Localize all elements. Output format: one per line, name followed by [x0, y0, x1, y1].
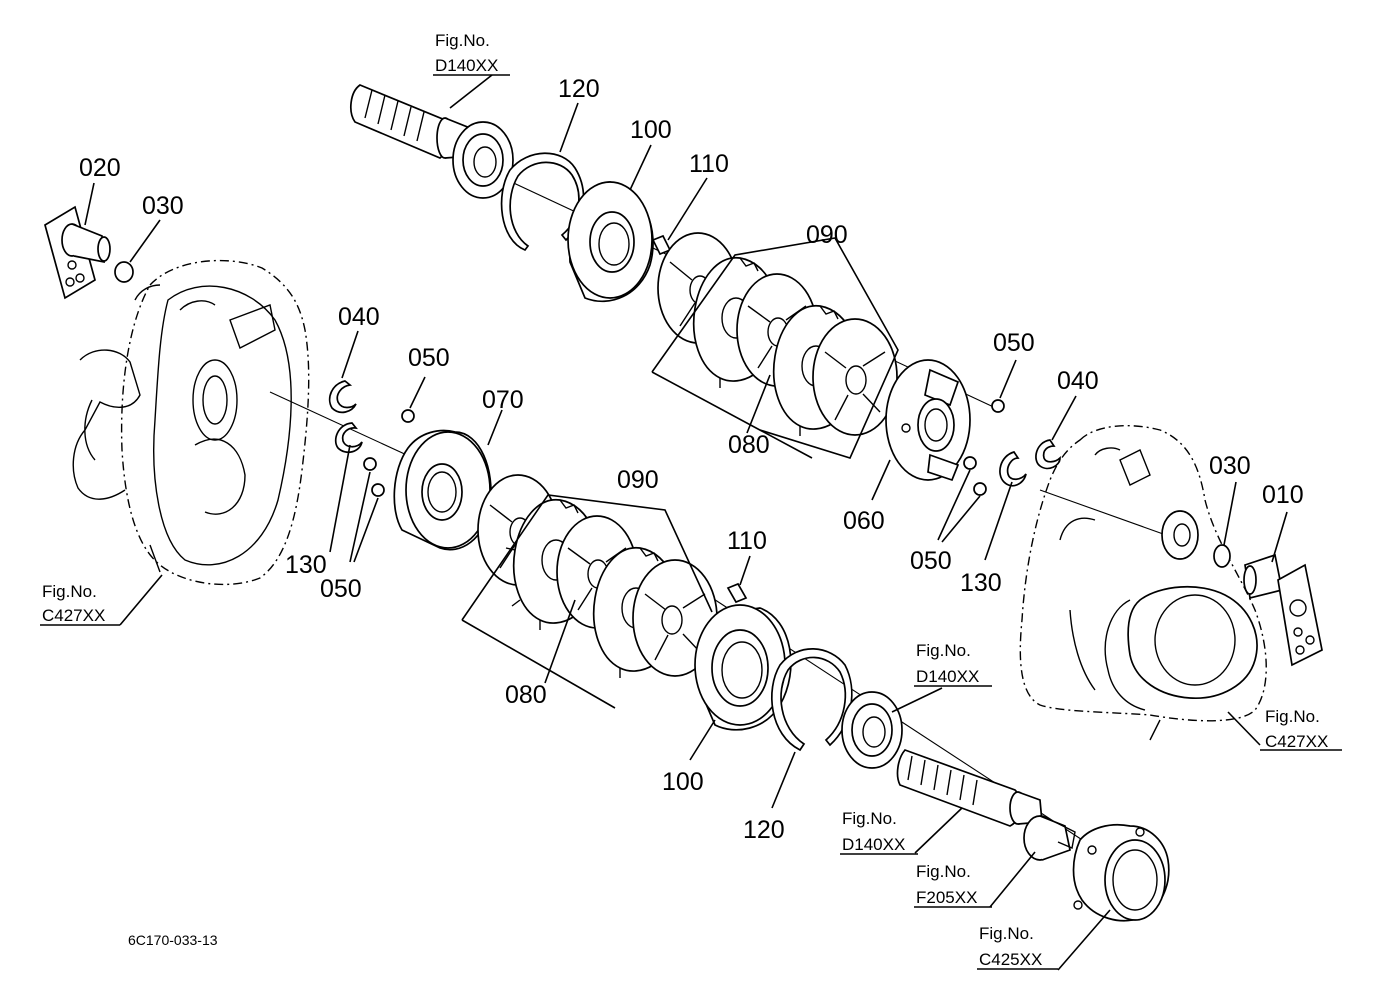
- leader-lines: [84, 74, 1288, 971]
- label-030-right: 030: [1209, 452, 1251, 480]
- part-050-ball-right-lower-a: [963, 456, 977, 470]
- part-030-o-ring-left: [114, 261, 134, 283]
- label-080-bottom: 080: [505, 681, 547, 709]
- label-060: 060: [843, 507, 885, 535]
- label-050-right-top: 050: [993, 329, 1035, 357]
- bottom-shaft: [896, 749, 1043, 827]
- label-020: 020: [79, 154, 121, 182]
- bearing-housing: [1072, 823, 1170, 922]
- label-040-right: 040: [1057, 367, 1099, 395]
- fig-ref-coupling: Fig.No. F205XX: [914, 862, 992, 908]
- label-050-right-bottom: 050: [910, 547, 952, 575]
- coupling: [1023, 815, 1076, 861]
- right-transmission-case: [1019, 425, 1267, 741]
- svg-text:Fig.No.: Fig.No.: [842, 809, 897, 828]
- bottom-bearing: [841, 691, 903, 769]
- part-050-ball-lower-left-b: [371, 483, 385, 497]
- label-010: 010: [1262, 481, 1304, 509]
- part-labels: 020 030 040 050 070 130 050 120 100 110 …: [79, 75, 1304, 844]
- label-120-top: 120: [558, 75, 600, 103]
- fig-ref-right-case: Fig.No. C427XX: [1260, 707, 1342, 751]
- part-050-ball-right-lower-b: [973, 482, 987, 496]
- label-050-lower-left: 050: [320, 575, 362, 603]
- label-110-bottom: 110: [727, 527, 767, 555]
- part-060-piston: [885, 359, 971, 482]
- part-050-ball-lower-left-a: [363, 457, 377, 471]
- svg-text:D140XX: D140XX: [916, 667, 979, 686]
- fig-ref-left-case: Fig.No. C427XX: [40, 582, 120, 626]
- figure-references: Fig.No. D140XX Fig.No. C427XX Fig.No. C4…: [40, 31, 1342, 970]
- svg-text:F205XX: F205XX: [916, 888, 977, 907]
- label-120-bottom: 120: [743, 816, 785, 844]
- svg-text:C425XX: C425XX: [979, 950, 1042, 969]
- group-bracket-090-upper: [651, 237, 899, 459]
- label-100-bottom: 100: [662, 768, 704, 796]
- part-130-snap-ring-left: [334, 422, 363, 454]
- label-130-right: 130: [960, 569, 1002, 597]
- svg-text:Fig.No.: Fig.No.: [1265, 707, 1320, 726]
- svg-text:Fig.No.: Fig.No.: [435, 31, 490, 50]
- part-100-plate-top: [567, 181, 654, 303]
- upper-clutch-pack: [657, 232, 898, 436]
- svg-text:C427XX: C427XX: [1265, 732, 1328, 751]
- part-040-snap-ring-right: [1035, 439, 1061, 470]
- part-120-circlip-lower: [770, 648, 853, 752]
- label-110-top: 110: [689, 150, 729, 178]
- svg-text:Fig.No.: Fig.No.: [979, 924, 1034, 943]
- part-130-snap-ring-right: [999, 451, 1027, 487]
- part-050-ball-upper-left: [401, 409, 415, 423]
- part-020-plate-bolt: [44, 205, 111, 300]
- label-130-left: 130: [285, 551, 327, 579]
- svg-text:D140XX: D140XX: [842, 835, 905, 854]
- part-040-snap-ring-left: [328, 380, 357, 414]
- fig-ref-housing: Fig.No. C425XX: [977, 924, 1058, 970]
- fig-ref-bottom-bearing: Fig.No. D140XX: [914, 641, 992, 687]
- part-010-plate-bolt: [1243, 553, 1323, 667]
- label-030-left: 030: [142, 192, 184, 220]
- svg-text:Fig.No.: Fig.No.: [42, 582, 97, 601]
- part-120-circlip-top: [500, 152, 585, 252]
- part-070-piston: [393, 429, 492, 551]
- part-050-ball-right-top: [991, 399, 1005, 413]
- label-090-bottom: 090: [617, 466, 659, 494]
- lower-clutch-pack: [477, 474, 718, 678]
- label-090-top: 090: [806, 221, 848, 249]
- svg-text:Fig.No.: Fig.No.: [916, 862, 971, 881]
- svg-text:C427XX: C427XX: [42, 606, 105, 625]
- part-030-o-ring-right: [1213, 544, 1231, 568]
- svg-text:Fig.No.: Fig.No.: [916, 641, 971, 660]
- drawing-code: 6C170-033-13: [128, 932, 218, 948]
- label-040-left: 040: [338, 303, 380, 331]
- label-050-upper-left: 050: [408, 344, 450, 372]
- svg-text:D140XX: D140XX: [435, 56, 498, 75]
- part-100-plate-lower: [694, 604, 792, 731]
- fig-ref-top-shaft: Fig.No. D140XX: [433, 31, 510, 76]
- top-bearing: [452, 121, 514, 199]
- group-bracket-090-lower: [461, 494, 713, 709]
- part-110-pin-lower: [726, 582, 748, 604]
- label-080-top: 080: [728, 431, 770, 459]
- left-transmission-case: [72, 259, 310, 586]
- label-100-top: 100: [630, 116, 672, 144]
- label-070: 070: [482, 386, 524, 414]
- fig-ref-bottom-shaft: Fig.No. D140XX: [840, 809, 918, 855]
